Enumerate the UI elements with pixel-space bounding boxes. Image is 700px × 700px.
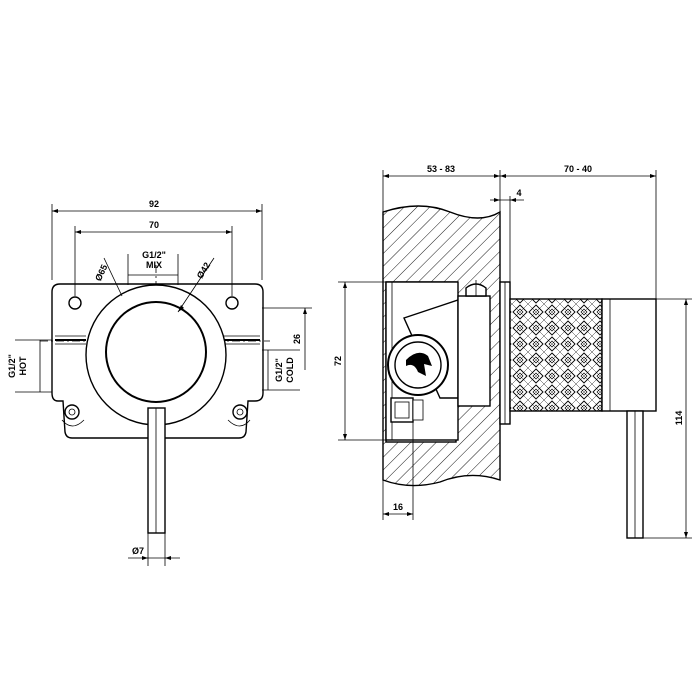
square-port-inner [394, 401, 410, 419]
dim-hole-spacing-label: 70 [149, 220, 159, 230]
dim-outer-diameter: Ø65 [93, 257, 123, 297]
cartridge-neck [457, 295, 491, 407]
dim-wall-depth-label: 53 - 83 [427, 164, 455, 174]
dim-bottom-depth-label: 16 [393, 502, 403, 512]
lever [147, 407, 166, 534]
side-view: 53 - 83 70 - 40 4 72 [333, 164, 692, 539]
dim-plate-thickness: 4 [490, 188, 524, 282]
dim-hot: G1/2" HOT [7, 339, 52, 393]
dim-bottom-depth: 16 [382, 422, 414, 520]
dim-mix: G1/2" MIX [127, 250, 179, 285]
dim-projection: 70 - 40 [500, 164, 657, 299]
dim-total-height-label: 114 [674, 411, 684, 426]
dim-offset-label: 26 [292, 334, 302, 344]
dim-outer-diameter-label: Ø65 [93, 263, 109, 283]
dim-overall-width-label: 92 [149, 199, 159, 209]
dim-cold: G1/2" COLD [262, 349, 300, 391]
mounting-plate [51, 283, 264, 439]
dim-lever-diameter-label: Ø7 [132, 546, 144, 556]
dim-body-height: 72 [333, 281, 386, 441]
dim-plate-thickness-label: 4 [516, 188, 521, 198]
dim-total-height: 114 [643, 298, 692, 539]
dim-lever-diameter: Ø7 [128, 533, 180, 566]
dim-hot-thread-label: G1/2" [7, 354, 17, 378]
knob [105, 301, 207, 403]
dim-offset: 26 [262, 307, 312, 370]
dim-projection-label: 70 - 40 [564, 164, 592, 174]
decorative-lattice-sleeve [509, 298, 603, 412]
dim-wall-depth: 53 - 83 [382, 164, 501, 212]
dim-cold-thread-label: G1/2" [274, 358, 284, 382]
dim-body-height-label: 72 [333, 356, 343, 366]
dim-hole-spacing: 70 [74, 220, 233, 296]
dim-overall-width: 92 [51, 199, 263, 280]
cold-connection [222, 335, 260, 345]
dim-hot-label: HOT [18, 356, 28, 376]
dim-mix-thread-label: G1/2" [142, 250, 166, 260]
screw-left [61, 404, 85, 427]
screw-right [227, 404, 251, 427]
logo-icon [406, 352, 432, 376]
dim-mix-label: MIX [146, 260, 162, 270]
port-screw [412, 399, 424, 421]
front-view: 92 70 G1/2" MIX Ø65 Ø42 [7, 199, 312, 566]
mounting-hole-left [68, 296, 82, 310]
dim-knob-diameter-label: Ø42 [195, 261, 212, 281]
mounting-hole-right [225, 296, 239, 310]
hot-connection [55, 335, 86, 345]
dim-cold-label: COLD [285, 357, 295, 383]
